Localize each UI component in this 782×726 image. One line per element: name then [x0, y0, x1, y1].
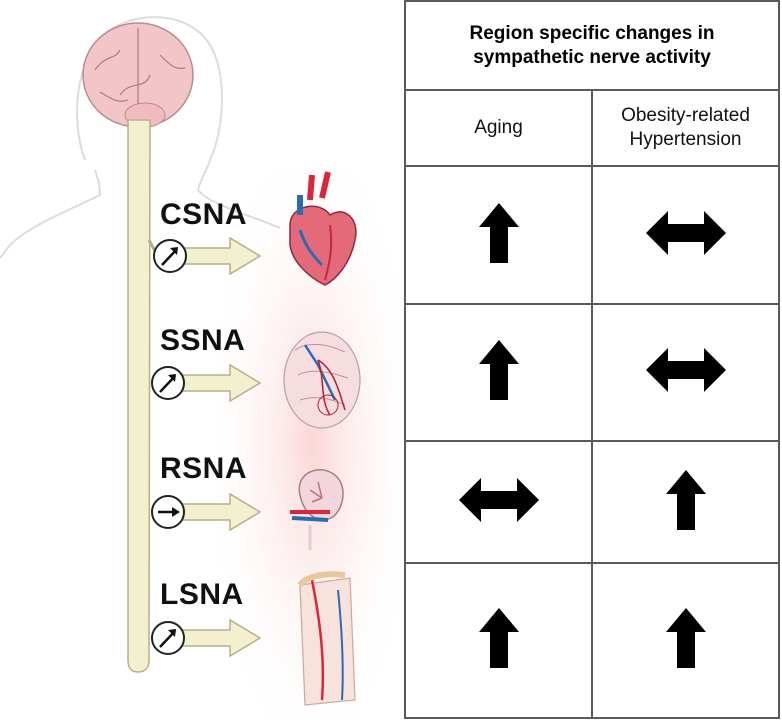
leg-illustration — [297, 571, 356, 706]
region-table: Region specific changes in sympathetic n… — [404, 0, 780, 719]
column-header-obesity-hypertension: Obesity-related Hypertension — [593, 91, 778, 167]
csna-branch — [147, 236, 262, 276]
heart-illustration — [289, 171, 357, 286]
intestines-illustration — [283, 331, 361, 429]
double-arrow-icon — [645, 210, 726, 260]
nerve-label-csna: CSNA — [160, 198, 248, 231]
cell-obesity-lsna — [593, 564, 778, 717]
ssna-branch — [151, 363, 262, 403]
cell-obesity-ssna — [593, 305, 778, 442]
cell-obesity-rsna — [593, 442, 778, 564]
body-illustration: CSNA SSNA RSNA LSNA — [0, 16, 405, 721]
cell-aging-lsna — [406, 564, 593, 717]
body-diagram — [0, 16, 405, 721]
brain — [82, 22, 194, 128]
up-arrow-icon — [478, 340, 519, 405]
cell-aging-rsna — [406, 442, 593, 564]
up-arrow-icon — [665, 469, 706, 535]
body-silhouette — [0, 16, 281, 259]
double-arrow-icon — [458, 477, 539, 527]
nerve-label-ssna: SSNA — [160, 324, 246, 357]
cell-aging-ssna — [406, 305, 593, 442]
cell-obesity-csna — [593, 167, 778, 305]
kidney-illustration — [290, 469, 344, 550]
column-header-aging: Aging — [406, 91, 593, 167]
up-arrow-icon — [665, 608, 706, 673]
cell-aging-csna — [406, 167, 593, 305]
spinal-cord — [127, 119, 151, 673]
rsna-branch — [151, 492, 262, 532]
nerve-label-lsna: LSNA — [160, 578, 244, 611]
table-title: Region specific changes in sympathetic n… — [406, 2, 778, 91]
nerve-label-rsna: RSNA — [160, 452, 248, 485]
double-arrow-icon — [645, 348, 726, 397]
column-header-obesity-text: Obesity-related Hypertension — [621, 105, 750, 150]
lsna-branch — [151, 618, 262, 658]
up-arrow-icon — [478, 608, 519, 673]
up-arrow-icon — [478, 202, 519, 268]
